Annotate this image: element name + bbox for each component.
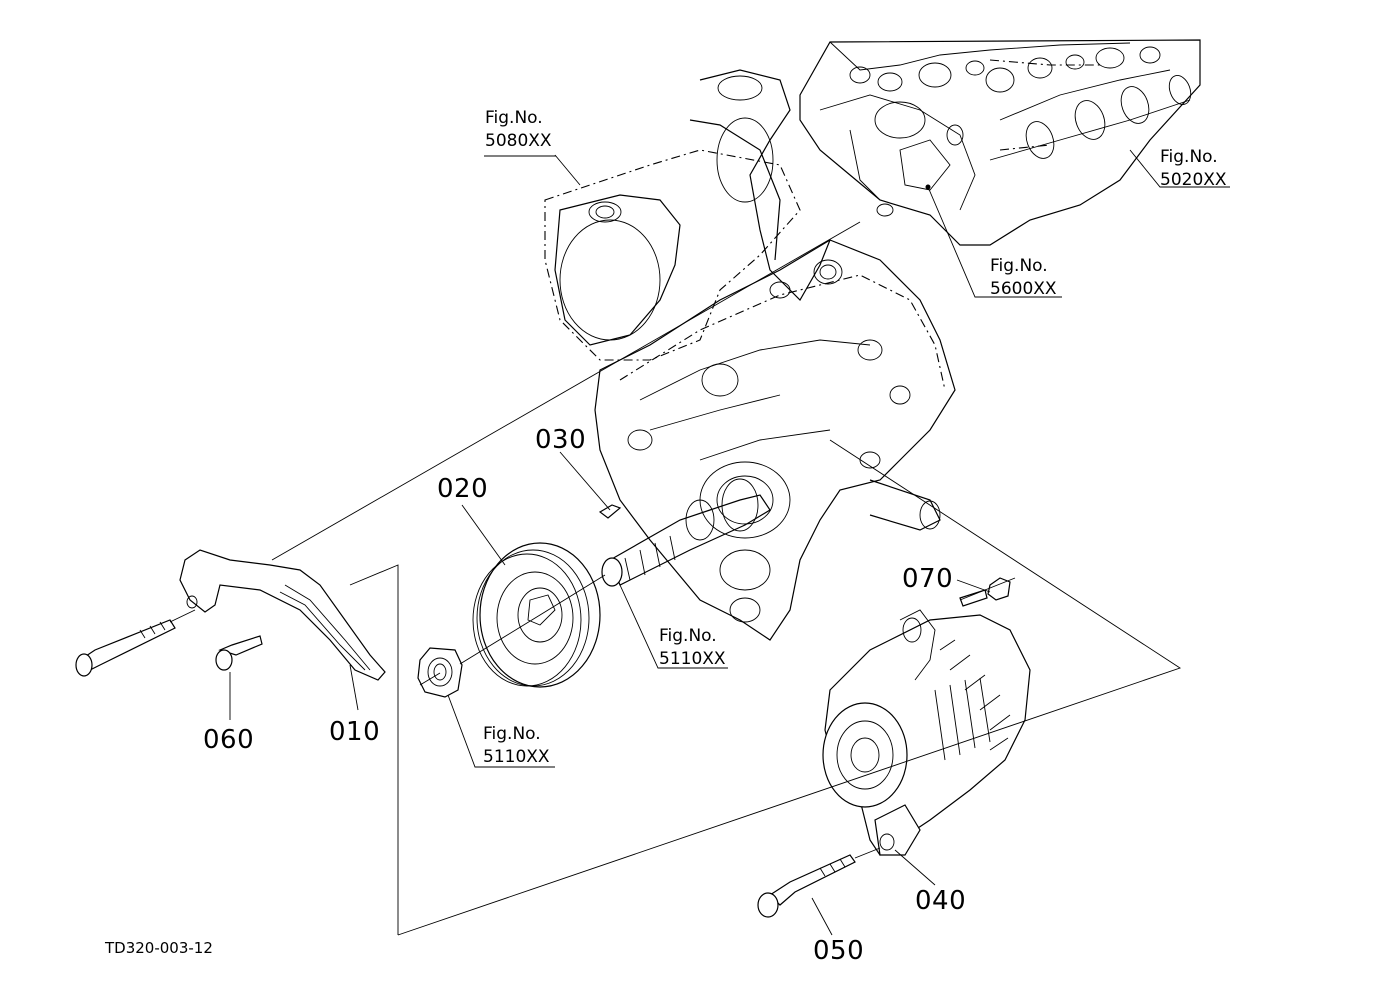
bolts-left-drawing: [75, 619, 263, 677]
part-label-040: 040: [915, 886, 967, 916]
bracket-010-drawing: [179, 549, 386, 681]
fig-ref-title: Fig.No.: [990, 256, 1048, 276]
fig-ref-code: 5110XX: [659, 649, 726, 669]
cylinder-head-drawing: [799, 39, 1201, 246]
fig-ref-title: Fig.No.: [485, 108, 543, 128]
part-label-030: 030: [535, 425, 587, 455]
fig-ref-5020xx: Fig.No. 5020XX: [1160, 146, 1227, 192]
fig-ref-title: Fig.No.: [483, 724, 541, 744]
crank-nut-drawing: [417, 647, 463, 698]
part-label-050: 050: [813, 936, 865, 966]
pulley-020-drawing: [472, 542, 601, 688]
fig-ref-5110xx-nut: Fig.No. 5110XX: [483, 723, 550, 769]
crankshaft-spline-drawing: [601, 478, 771, 587]
part-label-010: 010: [329, 717, 381, 747]
key-030-drawing: [598, 504, 622, 519]
fig-ref-title: Fig.No.: [659, 626, 717, 646]
nut-070-drawing: [959, 577, 1011, 607]
drawing-number: TD320-003-12: [105, 939, 213, 957]
fig-ref-code: 5600XX: [990, 279, 1057, 299]
bolt-050-drawing: [757, 854, 856, 918]
fig-ref-title: Fig.No.: [1160, 147, 1218, 167]
alternator-040-drawing: [822, 609, 1031, 856]
fig-ref-5080xx: Fig.No. 5080XX: [485, 107, 552, 153]
assembly-lines: [169, 221, 1182, 936]
fig-ref-5600xx: Fig.No. 5600XX: [990, 255, 1057, 301]
leader-lines: [229, 149, 1230, 936]
part-label-020: 020: [437, 474, 489, 504]
fig-ref-code: 5020XX: [1160, 170, 1227, 190]
fig-ref-5110xx-spline: Fig.No. 5110XX: [659, 625, 726, 671]
fig-ref-code: 5110XX: [483, 747, 550, 767]
gear-case-drawing: [544, 69, 956, 641]
fig-ref-code: 5080XX: [485, 131, 552, 151]
part-label-060: 060: [203, 725, 255, 755]
part-label-070: 070: [902, 564, 954, 594]
